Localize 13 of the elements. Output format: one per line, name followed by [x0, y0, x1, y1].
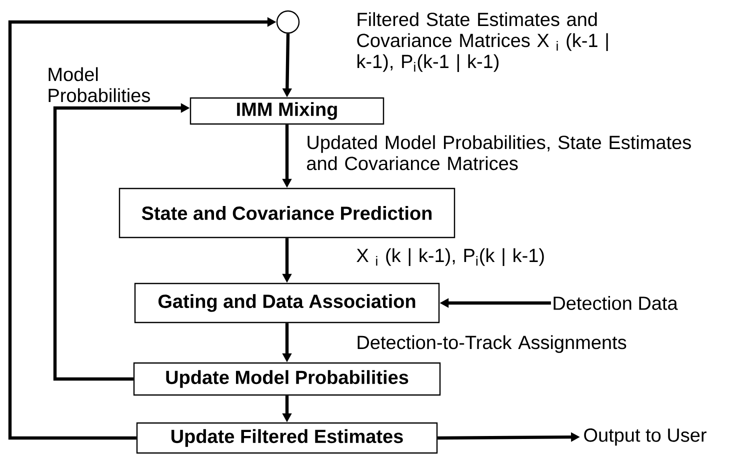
process-box: Update Model Probabilities	[133, 362, 441, 396]
edge-label: Detection-to-Track Assignments	[358, 335, 626, 353]
process-box: Update Filtered Estimates	[136, 422, 438, 454]
edge-label: Updated Model Probabilities, State Estimates and Covariance Matrices	[307, 135, 691, 170]
process-box: IMM Mixing	[190, 97, 384, 125]
junction-circle	[276, 10, 300, 34]
edge-label: Filtered State Estimates and Covariance Matrices X $_{i}$ (k-1 | k-1), P$_{i}$(k-1 | k-1)	[357, 12, 608, 72]
bare-text: Output to User	[584, 428, 706, 446]
process-box: Gating and Data Association	[134, 282, 440, 324]
bare-text: Detection Data	[554, 296, 678, 310]
process-box: State and Covariance Prediction	[118, 188, 456, 238]
edge-label: Model Probabilities	[48, 67, 150, 102]
edge-label: X $_{i}$ (k | k-1), P$_{i}$(k | k-1)	[356, 248, 544, 266]
